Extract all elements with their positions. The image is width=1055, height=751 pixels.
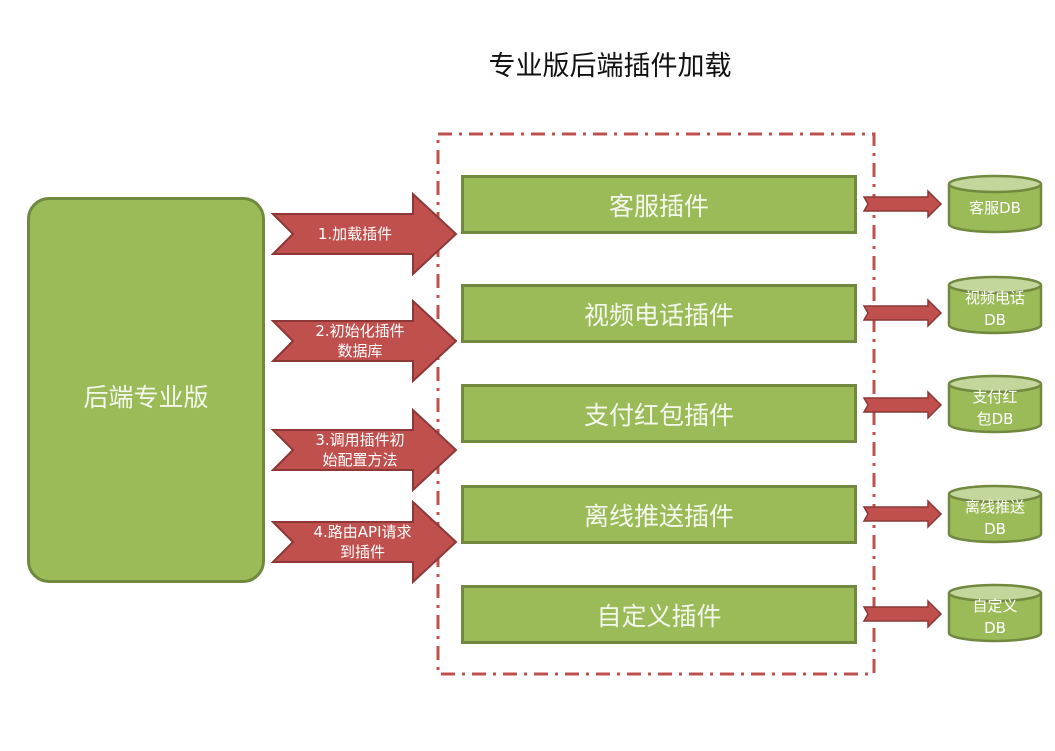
db-label-4: 离线推送 DB [964,498,1025,538]
plugin-offline-push: 离线推送插件 [461,485,857,544]
step-label-1: 1.加载插件 [317,225,393,243]
step-label-3: 3.调用插件初 始配置方法 [315,431,405,469]
db-label-2: 视频电话 DB [964,289,1025,329]
db-cylinder-4 [947,484,1043,544]
db-cylinder-1 [947,174,1043,234]
db-label-5: 自定义 DB [972,597,1018,637]
db-label-1: 客服DB [969,199,1021,217]
step-arrow-3 [270,407,458,493]
plugin-payment-redpacket: 支付红包插件 [461,384,857,443]
db-arrow-4 [862,499,943,529]
step-arrow-4 [270,499,458,585]
backend-pro-box: 后端专业版 [27,197,265,583]
plugin-custom: 自定义插件 [461,585,857,644]
db-arrow-5 [862,599,943,629]
db-label-3: 支付红 包DB [972,388,1018,428]
db-cylinder-3 [947,374,1043,434]
backend-pro-label: 后端专业版 [83,383,209,412]
db-arrow-3 [862,390,943,420]
db-cylinder-5 [947,583,1043,643]
step-arrow-1 [270,191,458,277]
step-arrow-2 [270,298,458,384]
diagram-title: 专业版后端插件加载 [488,51,732,82]
plugin-video-call: 视频电话插件 [461,284,857,343]
plugin-customer-service: 客服插件 [461,175,857,234]
db-arrow-2 [862,298,943,328]
step-label-4: 4.路由API请求 到插件 [313,523,412,561]
db-cylinder-2 [947,275,1043,335]
step-label-2: 2.初始化插件 数据库 [315,322,405,360]
db-arrow-1 [862,189,943,219]
